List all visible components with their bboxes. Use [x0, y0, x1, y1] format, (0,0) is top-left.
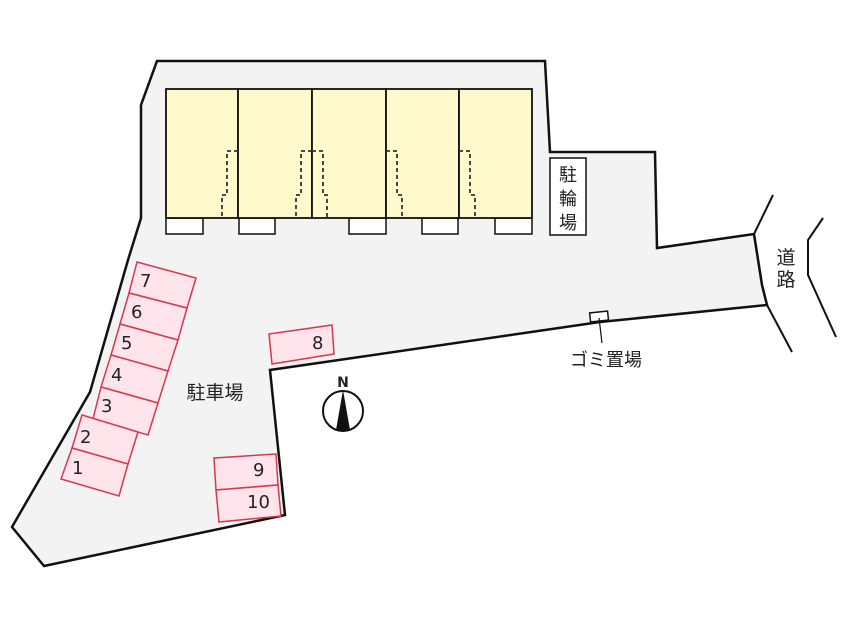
unit-5	[458, 88, 533, 219]
compass-needle-icon	[336, 390, 350, 430]
bicycle-parking-box	[549, 157, 587, 236]
stall-10	[215, 484, 282, 523]
bicycle-parking: 駐 輪 場	[549, 157, 587, 236]
parking-stalls-column	[60, 261, 197, 497]
north-arrow: N	[322, 375, 364, 432]
bicycle-parking-label-1: 駐	[559, 165, 577, 186]
garbage-leader	[598, 317, 603, 344]
stall-9	[213, 453, 279, 491]
bicycle-parking-label-2: 輪	[559, 189, 577, 210]
stall-number: 10	[247, 492, 270, 513]
balcony	[494, 217, 533, 235]
road: 道 路	[752, 194, 837, 353]
balcony	[421, 217, 459, 235]
unit-1	[165, 88, 239, 219]
unit-2	[237, 88, 313, 219]
stall-number: 5	[121, 333, 132, 354]
north-label: N	[337, 375, 349, 391]
road-label-2: 路	[776, 269, 795, 291]
parking-label: 駐車場	[186, 382, 243, 404]
balcony	[348, 217, 387, 235]
stall-number: 2	[80, 427, 91, 448]
stall-number: 4	[111, 365, 122, 386]
stall-number: 3	[101, 396, 112, 417]
stall-1	[60, 447, 129, 497]
unit-4	[385, 88, 460, 219]
stairs-dashed	[221, 150, 476, 218]
balcony	[238, 217, 276, 235]
bicycle-parking-label-3: 場	[559, 213, 577, 234]
garbage-area: ゴミ置場	[570, 310, 642, 371]
stall-number: 8	[312, 333, 323, 354]
unit-3	[311, 88, 387, 219]
road-edge-left	[752, 194, 793, 353]
apartment-building	[165, 88, 533, 235]
stall-number: 1	[72, 458, 83, 479]
stall-numbers-column: 7 6 5 4 3 2 1	[72, 271, 151, 479]
stalls-9-10	[213, 453, 282, 523]
stall-number: 6	[131, 302, 142, 323]
road-label-1: 道	[776, 247, 795, 269]
stall-number: 7	[140, 271, 151, 292]
stall-8-group: 8	[268, 324, 335, 365]
garbage-label: ゴミ置場	[570, 350, 642, 371]
road-edge-right	[807, 217, 837, 338]
balcony	[165, 217, 204, 235]
stall-8	[268, 324, 335, 365]
stall-number: 9	[253, 460, 264, 481]
